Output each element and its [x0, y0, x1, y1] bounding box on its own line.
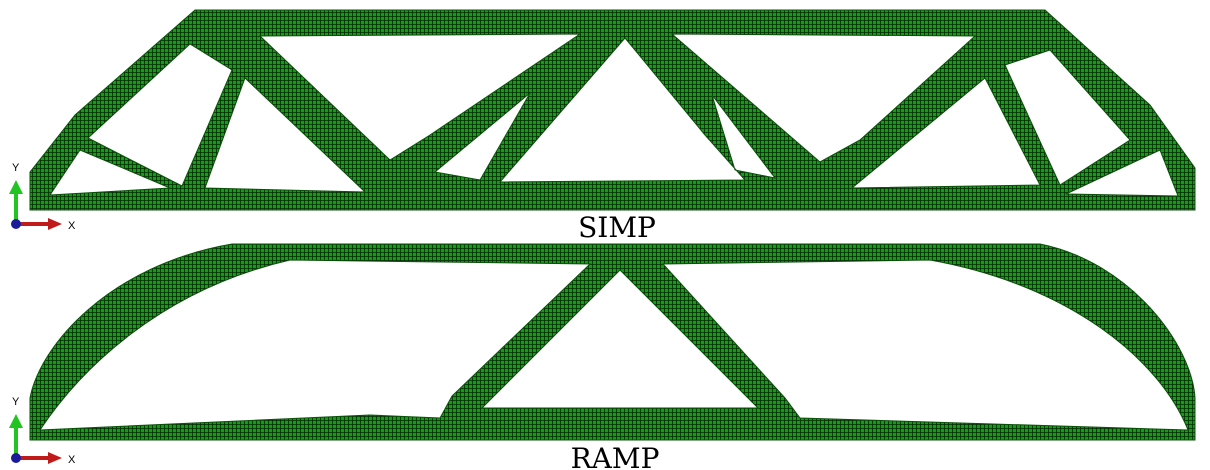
- simp-caption: SIMP: [578, 211, 656, 244]
- axis-triad-icon: [9, 180, 62, 230]
- ramp-mesh-region: [29, 243, 1196, 441]
- axis-triad-icon: [9, 414, 62, 464]
- y-axis-label: Y: [12, 162, 20, 174]
- simp-axis-triad: Y X: [9, 162, 76, 232]
- simp-structure: [29, 9, 1196, 211]
- simp-mesh-region: [29, 9, 1196, 211]
- x-axis-label: X: [68, 220, 76, 232]
- ramp-caption: RAMP: [571, 442, 660, 470]
- y-axis-label: Y: [12, 396, 20, 408]
- x-axis-label: X: [68, 454, 76, 466]
- ramp-axis-triad: Y X: [9, 396, 76, 466]
- ramp-structure: [29, 243, 1196, 441]
